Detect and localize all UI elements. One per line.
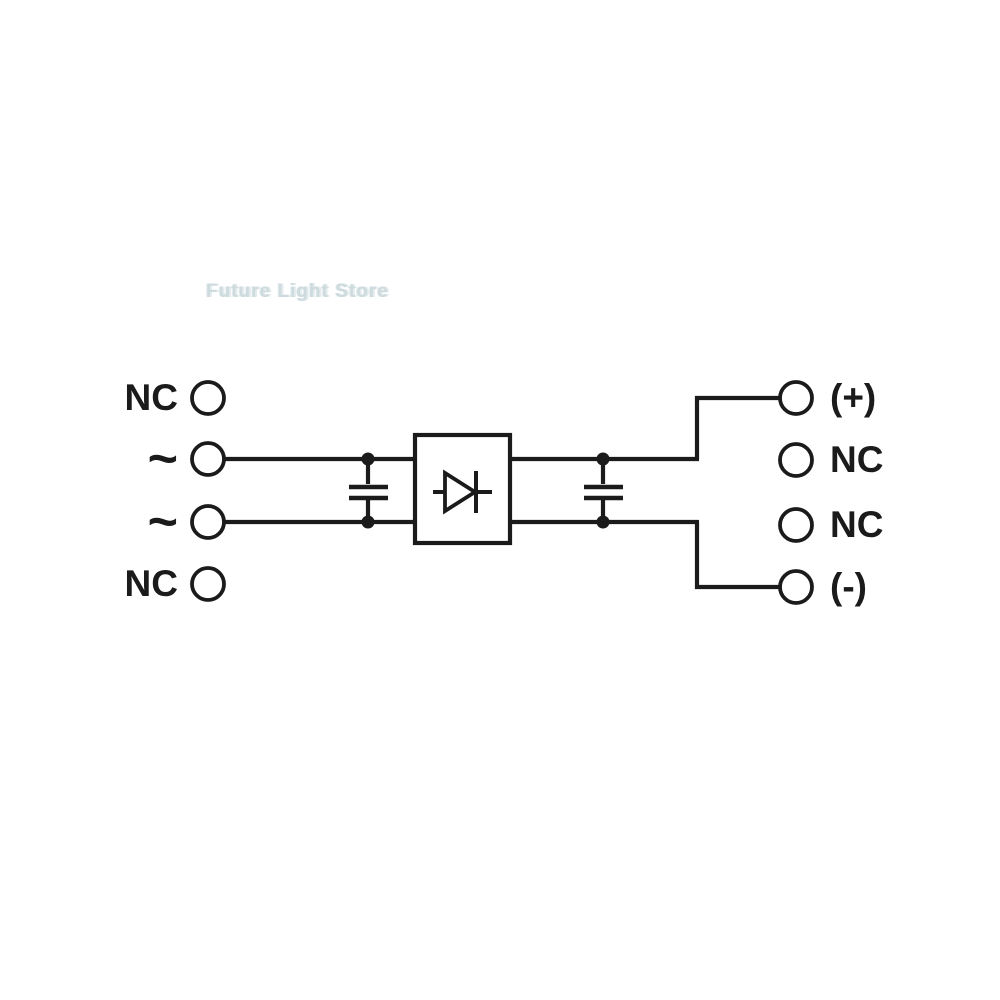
terminal-right-plus [778, 380, 814, 416]
wire-to-minus [694, 522, 780, 590]
terminal-left-ac1 [190, 441, 226, 477]
terminal-right-minus [778, 569, 814, 605]
label-left-ac1: ~ [147, 430, 178, 488]
wire-to-plus [694, 395, 780, 459]
label-left-nc-top: NC [124, 377, 178, 418]
label-right-nc-2: NC [830, 504, 884, 545]
terminal-left-nc-top [190, 380, 226, 416]
watermark: Future Light Store [206, 281, 389, 302]
label-right-plus: (+) [830, 377, 877, 418]
capacitor-right-icon [584, 452, 623, 529]
label-right-minus: (-) [830, 566, 867, 607]
diode-icon [433, 469, 492, 515]
terminal-right-nc-1 [778, 442, 814, 478]
capacitor-left-icon [349, 452, 388, 529]
terminal-left-nc-bottom [190, 566, 226, 602]
terminal-left-ac2 [190, 504, 226, 540]
terminal-right-nc-2 [778, 507, 814, 543]
junction-dot [361, 452, 375, 466]
label-left-ac2: ~ [147, 493, 178, 551]
label-left-nc-bottom: NC [124, 563, 178, 604]
junction-dot [596, 452, 610, 466]
label-right-nc-1: NC [830, 439, 884, 480]
junction-dot [361, 515, 375, 529]
junction-dot [596, 515, 610, 529]
